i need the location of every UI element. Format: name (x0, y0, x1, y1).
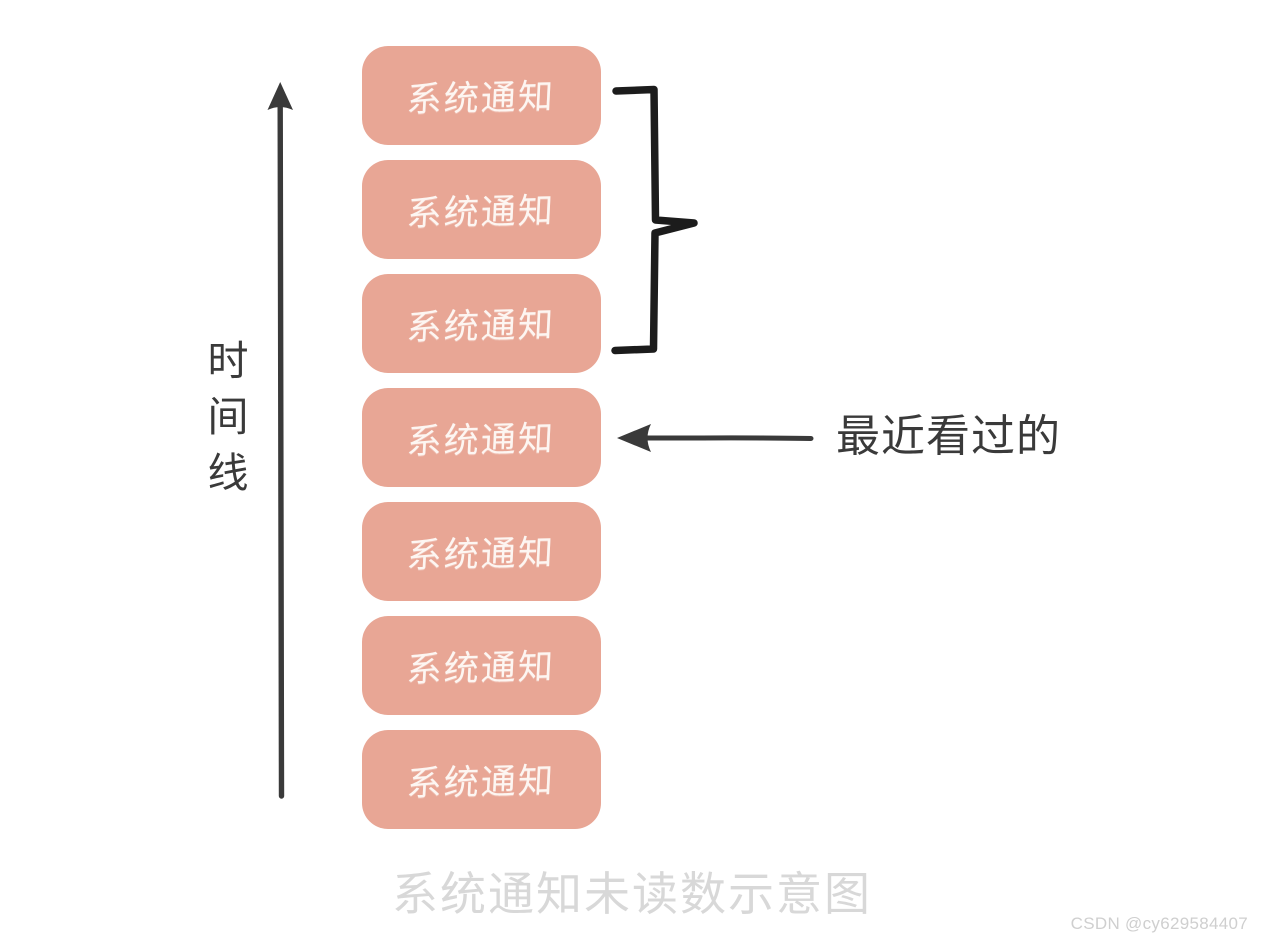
notification-pill-label: 系统通知 (406, 419, 557, 462)
notification-pill-label: 系统通知 (406, 533, 557, 576)
notification-pill[interactable]: 系统通知 (362, 388, 601, 487)
notification-pill-label: 系统通知 (406, 77, 557, 120)
notification-pill[interactable]: 系统通知 (362, 730, 601, 829)
timeline-label-char-1: 时 (207, 338, 249, 384)
timeline-label-char-2: 间 (207, 394, 249, 440)
left-arrow-icon (617, 424, 814, 452)
notification-pill-label: 系统通知 (406, 647, 557, 690)
recent-viewed-label: 最近看过的 (836, 412, 1061, 461)
notification-pill-label: 系统通知 (406, 191, 557, 234)
notification-pill[interactable]: 系统通知 (362, 502, 601, 601)
notification-pill-label: 系统通知 (406, 761, 557, 804)
notification-pill[interactable]: 系统通知 (362, 274, 601, 373)
timeline-axis-icon (267, 82, 293, 799)
notification-pill[interactable]: 系统通知 (362, 160, 601, 259)
notification-pill[interactable]: 系统通知 (362, 616, 601, 715)
diagram-caption: 系统通知未读数示意图 (392, 868, 872, 920)
notification-pill-label: 系统通知 (406, 305, 557, 348)
watermark: CSDN @cy629584407 (1070, 914, 1248, 933)
timeline-label: 时 间 线 (200, 333, 256, 501)
timeline-label-char-3: 线 (207, 450, 249, 496)
curly-brace-icon (611, 85, 698, 355)
notification-pill[interactable]: 系统通知 (362, 46, 601, 145)
notification-list: 系统通知 系统通知 系统通知 系统通知 系统通知 系统通知 系统通知 (362, 46, 601, 844)
